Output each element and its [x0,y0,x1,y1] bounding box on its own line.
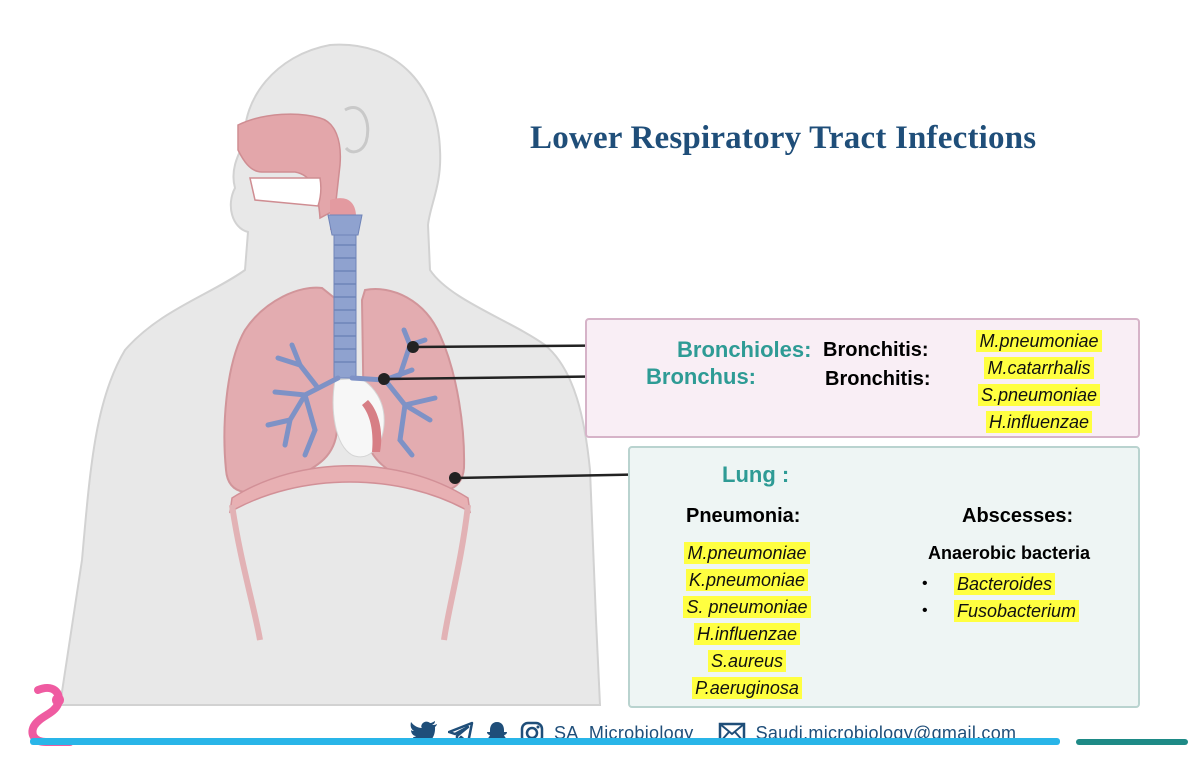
anaerobic-subheading: Anaerobic bacteria [928,543,1091,563]
organism-item: S.pneumoniae [977,384,1101,406]
bronchus-label: Bronchus: [646,364,756,389]
lower-thorax [229,504,471,641]
footer-accent-bar [1076,739,1188,745]
heart [332,377,385,458]
organism-item: H.influenzae [985,411,1093,433]
list-item: • Bacteroides [920,570,1079,597]
oral-cavity [249,177,322,207]
pneumonia-heading: Pneumonia: [686,505,801,527]
bullet-icon: • [922,601,928,619]
organism-item: M.pneumoniae [976,330,1102,352]
bronchitis-label-1: Bronchitis: [823,339,929,361]
social-handle[interactable]: SA_Microbiology [554,722,694,743]
footer-bar [30,738,1060,745]
list-item: • Fusobacterium [920,597,1080,624]
abscess-organism-list: • Bacteroides • Fusobacterium [920,570,1080,624]
abscesses-heading: Abscesses: [962,505,1074,527]
page-title: Lower Respiratory Tract Infections [530,120,1037,156]
trachea [333,229,357,379]
bronchitis-label-2: Bronchitis: [825,368,931,390]
right-bronchial-tree [265,342,341,458]
organism-item: Bacteroides [954,572,1056,595]
bullet-icon: • [922,574,928,592]
organism-item: M.pneumoniae [684,542,810,564]
organism-item: H.influenzae [693,623,801,645]
bronchioles-label: Bronchioles: [677,337,812,362]
organism-item: S. pneumoniae [683,596,811,618]
aorta [362,400,382,452]
organism-item: K.pneumoniae [685,569,809,591]
contact-email[interactable]: Saudi.microbiology@gmail.com [755,722,1017,743]
organism-item: S.aureus [707,650,787,672]
organism-item: M.catarrhalis [984,357,1094,379]
lung-label: Lung : [722,462,790,487]
left-lung [360,288,466,492]
larynx [327,214,363,236]
bronchitis-organism-list: M.pneumoniae M.catarrhalis S.pneumoniae … [966,330,1112,433]
organism-item: P.aeruginosa [692,677,802,699]
pneumonia-organism-list: M.pneumoniae K.pneumoniae S. pneumoniae … [672,542,822,699]
trachea-rings [334,244,356,363]
organism-item: Fusobacterium [954,599,1080,622]
ear [344,106,370,154]
